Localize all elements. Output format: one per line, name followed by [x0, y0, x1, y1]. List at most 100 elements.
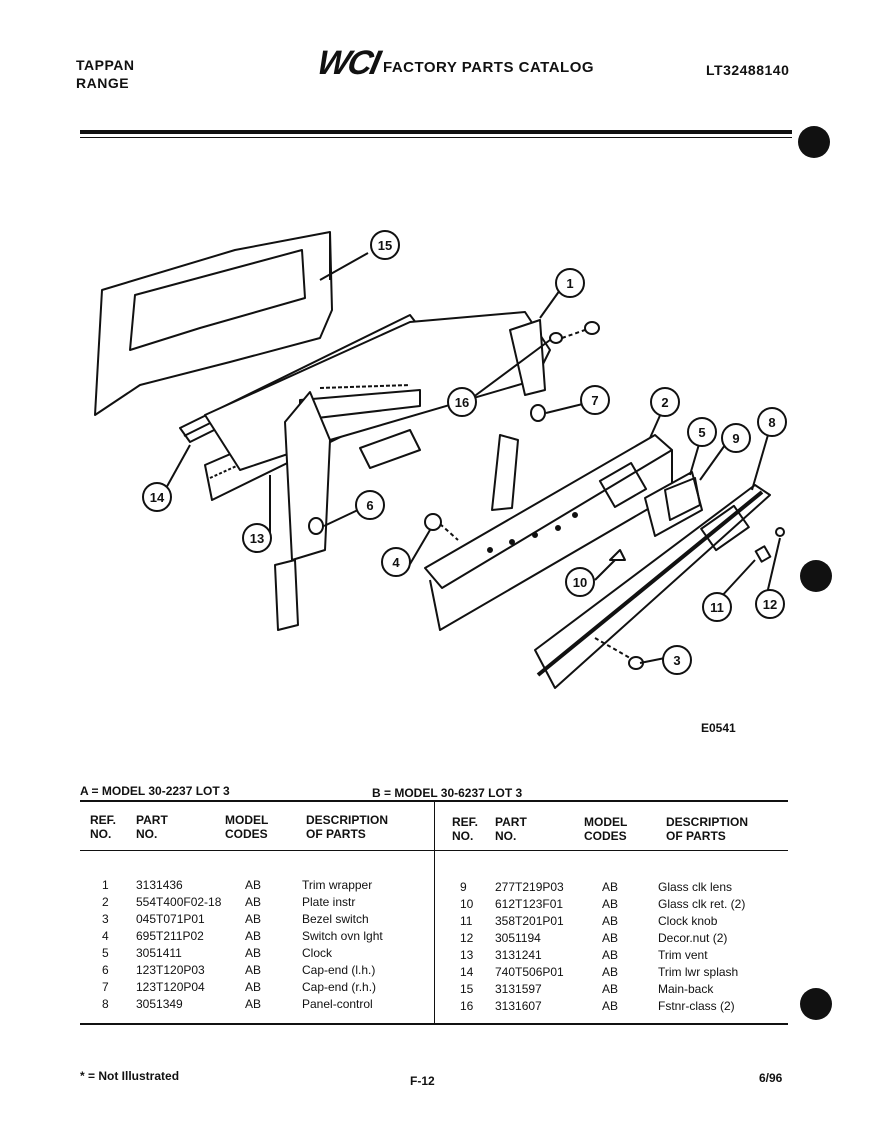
wci-logo: WCI: [313, 44, 383, 82]
ref-no: 2: [102, 895, 109, 909]
model-codes: AB: [245, 963, 262, 977]
callout-1: [555, 268, 585, 298]
binder-hole-middle: [800, 560, 832, 592]
page-number: F-12: [410, 1074, 435, 1088]
header-desc-line1: DESCRIPTION: [666, 815, 749, 829]
callout-15: [370, 230, 400, 260]
parts-table-left: 1 3131436 AB Trim wrapper 2 554T400F02-1…: [90, 877, 430, 1013]
ref-no: 14: [460, 965, 474, 979]
part-description: Bezel switch: [302, 912, 369, 926]
callout-11: [702, 592, 732, 622]
table-row: 2 554T400F02-18 AB Plate instr: [90, 894, 430, 911]
header-part-left: PART NO.: [136, 813, 168, 841]
callout-9: [721, 423, 751, 453]
ref-no: 15: [460, 982, 474, 996]
callout-label-12: 12: [763, 597, 777, 612]
model-codes: AB: [602, 931, 619, 945]
ref-no: 3: [102, 912, 109, 926]
oven-light-switch-part: [424, 513, 459, 541]
model-codes: AB: [602, 880, 619, 894]
callout-label-1: 1: [566, 276, 573, 291]
table-row: 5 3051411 AB Clock: [90, 945, 430, 962]
callout-label-10: 10: [573, 575, 587, 590]
callout-16: [447, 387, 477, 417]
table-row: 3 045T071P01 AB Bezel switch: [90, 911, 430, 928]
part-no: 3131241: [495, 948, 542, 962]
instrument-plate-part: [424, 434, 673, 631]
binder-hole-bottom: [800, 988, 832, 1020]
table-row: 12 3051194 AB Decor.nut (2): [452, 930, 792, 947]
model-codes: AB: [245, 878, 262, 892]
header-desc-right: DESCRIPTION OF PARTS: [666, 815, 748, 843]
part-description: Trim vent: [658, 948, 708, 962]
callout-label-15: 15: [378, 238, 392, 253]
callout-label-4: 4: [392, 555, 400, 570]
part-description: Glass clk lens: [658, 880, 733, 894]
header-model-line1: MODEL: [584, 815, 628, 829]
part-no: 554T400F02-18: [136, 895, 222, 909]
model-a-label: A = MODEL 30-2237 LOT 3: [80, 784, 230, 798]
header-part-line2: NO.: [136, 827, 158, 841]
header-rule-thin: [80, 137, 792, 138]
table-row: 4 695T211P02 AB Switch ovn lght: [90, 928, 430, 945]
model-codes: AB: [245, 929, 262, 943]
part-description: Trim lwr splash: [658, 965, 739, 979]
model-codes: AB: [245, 895, 262, 909]
ref-no: 6: [102, 963, 109, 977]
part-description: Plate instr: [302, 895, 356, 909]
part-no: 123T120P03: [136, 963, 205, 977]
part-no: 045T071P01: [136, 912, 205, 926]
part-no: 612T123F01: [495, 897, 564, 911]
part-no: 3051411: [136, 946, 182, 960]
table-row: 1 3131436 AB Trim wrapper: [90, 877, 430, 894]
callout-3: [662, 645, 692, 675]
table-row: 8 3051349 AB Panel-control: [90, 996, 430, 1013]
part-description: Trim wrapper: [302, 878, 373, 892]
catalog-number: LT32488140: [706, 62, 790, 78]
part-no: 695T211P02: [136, 929, 204, 943]
callout-label-8: 8: [768, 415, 775, 430]
callout-14: [142, 482, 172, 512]
part-description: Cap-end (r.h.): [302, 980, 377, 994]
model-codes: AB: [602, 965, 619, 979]
header-model-left: MODEL CODES: [225, 813, 268, 841]
panel-control-part: [534, 484, 771, 689]
callout-label-13: 13: [250, 531, 264, 546]
header-part-line1: PART: [136, 813, 168, 827]
callout-label-7: 7: [591, 393, 598, 408]
callout-label-6: 6: [366, 498, 373, 513]
callout-label-16: 16: [455, 395, 469, 410]
part-no: 3051349: [136, 997, 183, 1011]
table-row: 13 3131241 AB Trim vent: [452, 947, 792, 964]
table-row: 7 123T120P04 AB Cap-end (r.h.): [90, 979, 430, 996]
model-codes: AB: [602, 897, 619, 911]
part-description: Fstnr-class (2): [658, 999, 735, 1013]
brand-block: TAPPAN RANGE: [76, 56, 134, 92]
callout-7: [580, 385, 610, 415]
fastener-16: [549, 332, 563, 344]
part-no: 3131597: [495, 982, 542, 996]
table-bottom-rule: [80, 1023, 788, 1025]
header-ref-right: REF. NO.: [452, 815, 478, 843]
catalog-title: FACTORY PARTS CATALOG: [383, 59, 595, 76]
exploded-parts-diagram: 15 1 16 7 2 5 9 8 6 14 13 4 10 11 12 3: [94, 230, 787, 689]
model-codes: AB: [245, 912, 262, 926]
table-divider: [434, 802, 435, 1024]
table-row: 9 277T219P03 AB Glass clk lens: [452, 879, 792, 896]
ref-no: 13: [460, 948, 474, 962]
part-description: Switch ovn lght: [302, 929, 383, 943]
catalog-date: 6/96: [759, 1071, 783, 1085]
footnote-not-illustrated: * = Not Illustrated: [80, 1069, 180, 1083]
brand-line-2: RANGE: [76, 75, 130, 91]
binder-hole-top: [798, 126, 830, 158]
part-description: Panel-control: [302, 997, 373, 1011]
part-description: Clock knob: [658, 914, 718, 928]
header-part-right: PART NO.: [495, 815, 527, 843]
header-ref-left: REF. NO.: [90, 813, 116, 841]
ref-no: 5: [102, 946, 109, 960]
header-part-line1: PART: [495, 815, 527, 829]
header-desc-line2: OF PARTS: [306, 827, 366, 841]
callout-label-3: 3: [673, 653, 680, 668]
ref-no: 12: [460, 931, 474, 945]
